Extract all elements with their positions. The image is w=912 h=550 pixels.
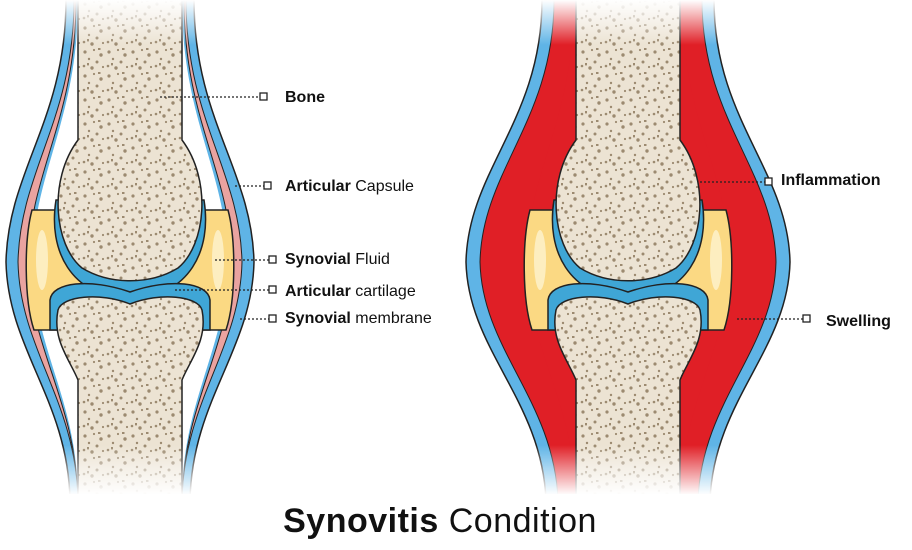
label-synovial-fluid: Synovial Fluid xyxy=(285,251,390,269)
label-inflammation: Inflammation xyxy=(781,172,881,190)
label-bold: Synovial xyxy=(285,310,351,327)
label-articular-cartilage: Articular cartilage xyxy=(285,283,416,301)
label-bold: Articular xyxy=(285,283,351,300)
label-rest: Fluid xyxy=(350,251,390,268)
inflamed-joint xyxy=(465,0,791,501)
label-bold: Swelling xyxy=(826,313,891,330)
title-rest: Condition xyxy=(438,502,597,540)
label-synovial-membrane: Synovial membrane xyxy=(285,310,432,328)
label-bold: Inflammation xyxy=(781,172,881,189)
diagram-title: Synovitis Condition xyxy=(0,502,880,541)
label-rest: Capsule xyxy=(350,178,414,195)
leader-markers xyxy=(259,92,811,323)
label-swelling: Swelling xyxy=(826,313,891,331)
normal-joint xyxy=(5,0,255,501)
label-bone: Bone xyxy=(285,89,325,107)
label-bold: Bone xyxy=(285,89,325,106)
label-rest: membrane xyxy=(350,310,432,327)
label-bold: Articular xyxy=(285,178,351,195)
label-bold: Synovial xyxy=(285,251,351,268)
label-articular-capsule: Articular Capsule xyxy=(285,178,414,196)
label-rest: cartilage xyxy=(350,283,416,300)
title-bold: Synovitis xyxy=(283,502,439,540)
leader-lines xyxy=(160,96,803,320)
